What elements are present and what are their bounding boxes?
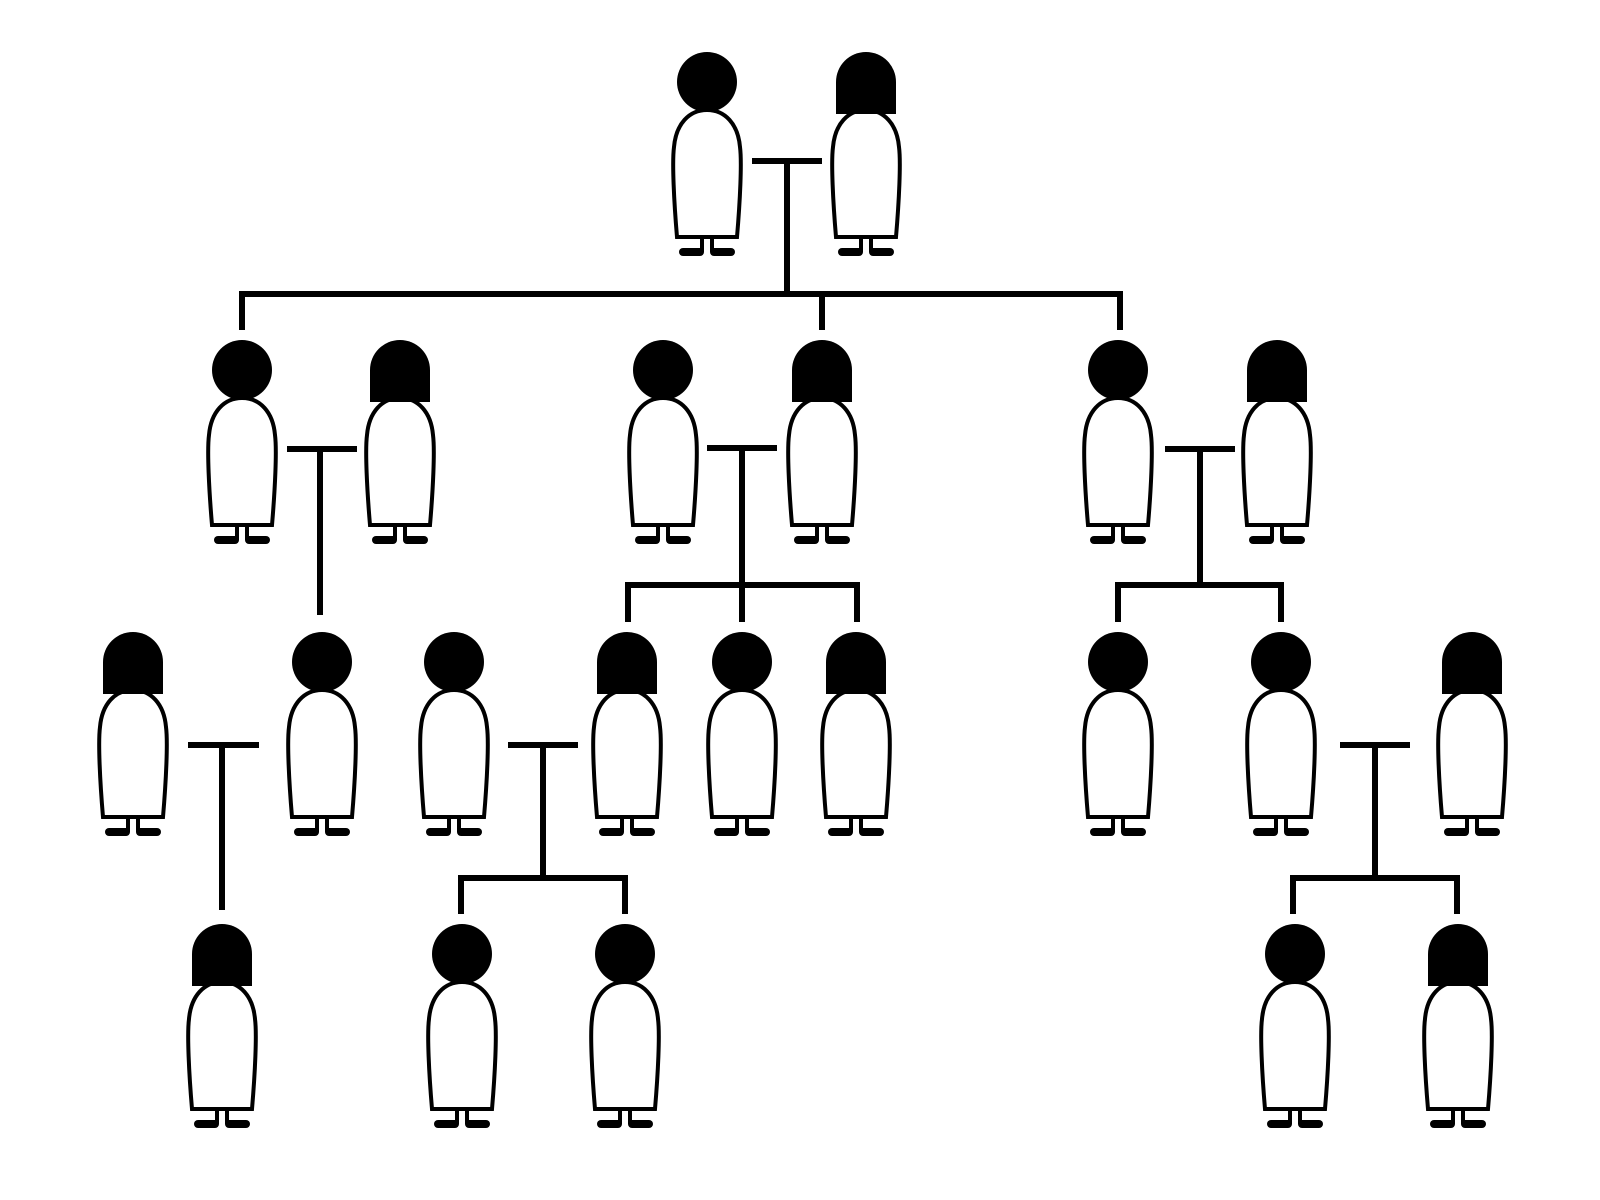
feet-icon — [1090, 817, 1146, 836]
family-links — [188, 158, 1460, 914]
male-figure-g3b-m — [418, 632, 490, 836]
male-figure-g4d-m — [1259, 924, 1331, 1128]
figure-body — [1082, 687, 1154, 819]
female-figure-g3e-f — [1436, 632, 1508, 836]
female-figure-g3b-f — [591, 632, 663, 836]
male-figure-g2a-m — [206, 340, 278, 544]
female-figure-g1-f — [830, 52, 902, 256]
female-head-icon — [103, 632, 163, 694]
feet-icon — [794, 525, 850, 544]
male-figure-g3a-m — [286, 632, 358, 836]
feet-icon — [635, 525, 691, 544]
feet-icon — [1090, 525, 1146, 544]
figure-body — [426, 979, 498, 1111]
figure-body — [1082, 395, 1154, 527]
figure-body — [830, 107, 902, 239]
feet-icon — [599, 817, 655, 836]
figure-body — [627, 395, 699, 527]
male-head-icon — [633, 340, 693, 400]
female-figure-g2b-f — [786, 340, 858, 544]
female-head-icon — [597, 632, 657, 694]
male-head-icon — [432, 924, 492, 984]
figure-body — [1259, 979, 1331, 1111]
couple-link-c2 — [287, 446, 357, 615]
figure-body — [1422, 979, 1494, 1111]
female-figure-g2a-f — [364, 340, 436, 544]
feet-icon — [1249, 525, 1305, 544]
female-head-icon — [792, 340, 852, 402]
male-head-icon — [595, 924, 655, 984]
female-figure-g3a-f — [97, 632, 169, 836]
female-figure-g2c-f — [1241, 340, 1313, 544]
figure-body — [786, 395, 858, 527]
feet-icon — [194, 1109, 250, 1128]
male-figure-g4c-m — [589, 924, 661, 1128]
male-figure-g1-m — [671, 52, 743, 256]
figure-body — [820, 687, 892, 819]
female-head-icon — [1442, 632, 1502, 694]
figure-body — [206, 395, 278, 527]
male-head-icon — [212, 340, 272, 400]
figure-body — [589, 979, 661, 1111]
male-head-icon — [1251, 632, 1311, 692]
male-figure-g2c-m — [1082, 340, 1154, 544]
feet-icon — [372, 525, 428, 544]
feet-icon — [1253, 817, 1309, 836]
male-figure-g4b-m — [426, 924, 498, 1128]
figure-body — [418, 687, 490, 819]
figure-body — [186, 979, 258, 1111]
figure-body — [1436, 687, 1508, 819]
feet-icon — [105, 817, 161, 836]
figure-body — [591, 687, 663, 819]
female-figure-g4a-f — [186, 924, 258, 1128]
female-figure-g3c-f — [820, 632, 892, 836]
male-head-icon — [677, 52, 737, 112]
couple-link-c1 — [239, 158, 1123, 330]
male-head-icon — [1265, 924, 1325, 984]
feet-icon — [828, 817, 884, 836]
female-head-icon — [836, 52, 896, 114]
feet-icon — [1267, 1109, 1323, 1128]
figure-body — [1245, 687, 1317, 819]
feet-icon — [679, 237, 735, 256]
female-head-icon — [826, 632, 886, 694]
female-head-icon — [192, 924, 252, 986]
couple-link-c6 — [458, 742, 628, 914]
feet-icon — [434, 1109, 490, 1128]
couple-link-c5 — [188, 742, 259, 910]
feet-icon — [214, 525, 270, 544]
couple-link-c3 — [625, 445, 860, 622]
male-figure-g3e-m — [1245, 632, 1317, 836]
male-figure-g2b-m — [627, 340, 699, 544]
feet-icon — [294, 817, 350, 836]
feet-icon — [1430, 1109, 1486, 1128]
figure-body — [671, 107, 743, 239]
female-head-icon — [1247, 340, 1307, 402]
female-figure-g4e-f — [1422, 924, 1494, 1128]
feet-icon — [426, 817, 482, 836]
male-head-icon — [1088, 632, 1148, 692]
male-head-icon — [292, 632, 352, 692]
female-head-icon — [370, 340, 430, 402]
figure-body — [364, 395, 436, 527]
feet-icon — [1444, 817, 1500, 836]
male-figure-g3d-m — [1082, 632, 1154, 836]
feet-icon — [838, 237, 894, 256]
feet-icon — [714, 817, 770, 836]
figure-body — [1241, 395, 1313, 527]
figure-body — [286, 687, 358, 819]
male-head-icon — [712, 632, 772, 692]
female-head-icon — [1428, 924, 1488, 986]
male-head-icon — [1088, 340, 1148, 400]
male-head-icon — [424, 632, 484, 692]
figure-body — [706, 687, 778, 819]
figure-body — [97, 687, 169, 819]
couple-link-c7 — [1290, 742, 1460, 914]
male-figure-g3c-m — [706, 632, 778, 836]
feet-icon — [597, 1109, 653, 1128]
couple-link-c4 — [1115, 446, 1284, 622]
family-members — [97, 52, 1508, 1128]
